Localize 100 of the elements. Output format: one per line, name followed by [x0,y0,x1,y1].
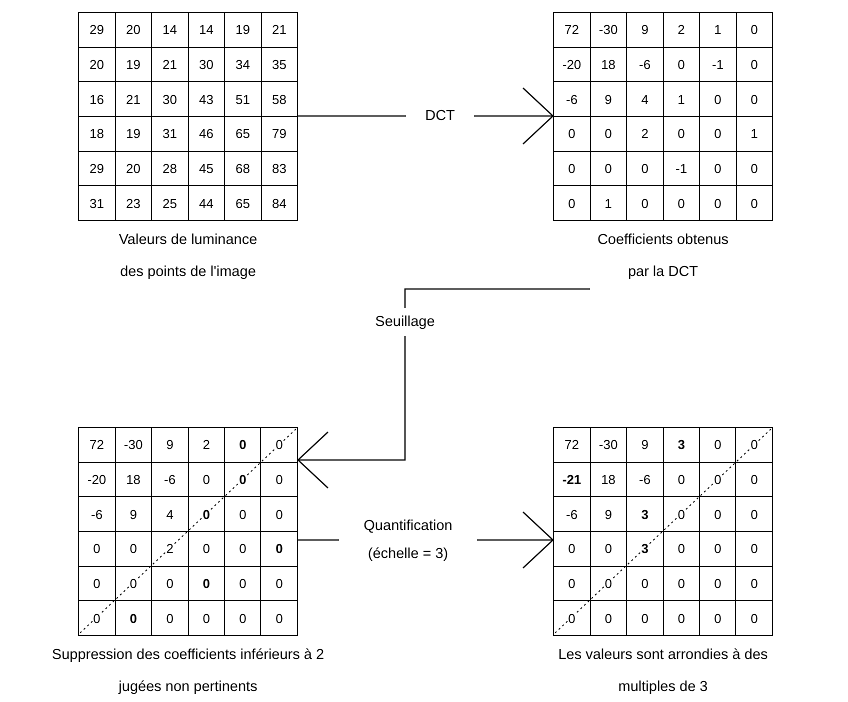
matrix-cell: 0 [700,186,736,221]
matrix-cell: 44 [188,186,224,221]
matrix-cell: 0 [188,600,225,636]
matrix-cell: 68 [224,151,261,186]
matrix-cell: -20 [78,462,116,497]
matrix-cell: 83 [261,151,298,186]
matrix-cell: 9 [626,428,664,462]
matrix-cell: 0 [700,462,736,497]
matrix-cell: 0 [554,566,590,601]
matrix-cell: 0 [736,186,772,221]
matrix-cell: 84 [261,186,298,221]
matrix-cell: 0 [260,532,298,566]
matrix-cell: 9 [590,82,627,117]
matrix-cell: 0 [663,116,700,152]
matrix-cell: 0 [590,600,627,636]
matrix-cell: 0 [152,566,188,601]
matrix-cell: 35 [261,47,298,82]
matrix-cell: 34 [224,47,261,82]
matrix-cell: 0 [736,496,772,532]
matrix-cell: 1 [700,12,736,48]
matrix-cell: 0 [700,116,736,152]
matrix-cell: -6 [78,496,116,532]
matrix-cell: 0 [260,496,298,532]
matrix-cell: 72 [554,428,590,462]
matrix-cell: 2 [188,428,225,462]
matrix-cell: 2 [663,12,700,48]
matrix-cell: 3 [626,532,664,566]
matrix-cell: 0 [260,428,298,462]
matrix-cell: 29 [78,12,115,48]
matrix-cell: 31 [152,116,188,152]
matrix-cell: 0 [224,566,261,601]
matrix-cell: 0 [188,496,225,532]
matrix-caption: Les valeurs sont arrondies à des multiples de 3 [557,646,769,697]
matrix-cell: 31 [78,186,115,221]
matrix-cell: 0 [152,600,188,636]
matrix-cell: 1 [663,82,700,117]
arrow [297,288,590,489]
matrix-caption: Valeurs de luminance des points de l'image [118,231,258,282]
matrix-cell: 0 [115,600,152,636]
matrix-cell: 0 [663,566,700,601]
matrix-cell: 18 [115,462,152,497]
matrix-cell: -6 [554,496,590,532]
matrix-cell: 0 [700,496,736,532]
matrix-caption: Suppression des coefficients inférieurs à 2 jugées non pertinents [50,646,326,697]
matrix-cell: 0 [663,600,700,636]
matrix-cell: 21 [115,82,152,117]
matrix-cell: 65 [224,116,261,152]
matrix-cell: 0 [554,116,590,152]
matrix-cell: 0 [700,600,736,636]
matrix-cell: 23 [115,186,152,221]
matrix-cell: 14 [188,12,224,48]
matrix-cell: 16 [78,82,115,117]
matrix-cell: 9 [115,496,152,532]
matrix-cell: 43 [188,82,224,117]
matrix-cell: 9 [152,428,188,462]
matrix-cell: 21 [261,12,298,48]
matrix-cell: 0 [115,566,152,601]
matrix-cell: 0 [626,151,664,186]
matrix-cell: 1 [736,116,772,152]
matrix-cell: 0 [115,532,152,566]
matrix-cell: 0 [590,116,627,152]
matrix-cell: 0 [736,532,772,566]
matrix-cell: 18 [78,116,115,152]
matrix-cell: 0 [663,47,700,82]
matrix-cell: 18 [590,47,627,82]
matrix-cell: -30 [590,428,627,462]
matrix-cell: -30 [590,12,627,48]
matrix-cell: -21 [554,462,590,497]
matrix-cell: 0 [554,186,590,221]
matrix-cell: 0 [78,566,116,601]
matrix-cell: 2 [626,116,664,152]
matrix-cell: 0 [260,566,298,601]
matrix-cell: -6 [626,462,664,497]
matrix-cell: 1 [590,186,627,221]
matrix-cell: 3 [663,428,700,462]
matrix-cell: 2 [152,532,188,566]
matrix-cell: 46 [188,116,224,152]
matrix-cell: 29 [78,151,115,186]
matrix-cell: 4 [152,496,188,532]
matrix-cell: 4 [626,82,664,117]
matrix-cell: 0 [663,532,700,566]
matrix-cell: 20 [115,12,152,48]
matrix-cell: 19 [224,12,261,48]
matrix-cell: 0 [554,151,590,186]
matrix-cell: 65 [224,186,261,221]
matrix-cell: 0 [736,462,772,497]
matrix-cell: 9 [626,12,664,48]
matrix-cell: 0 [590,566,627,601]
matrix-cell: 0 [736,47,772,82]
matrix-cell: 28 [152,151,188,186]
matrix-cell: 0 [700,428,736,462]
matrix-cell: 0 [700,82,736,117]
matrix-cell: 3 [626,496,664,532]
matrix-cell: 0 [663,496,700,532]
matrix-cell: 72 [78,428,116,462]
matrix-cell: 0 [663,462,700,497]
matrix-cell: 58 [261,82,298,117]
matrix-cell: 0 [590,532,627,566]
matrix-cell: 0 [626,186,664,221]
matrix-cell: 18 [590,462,627,497]
